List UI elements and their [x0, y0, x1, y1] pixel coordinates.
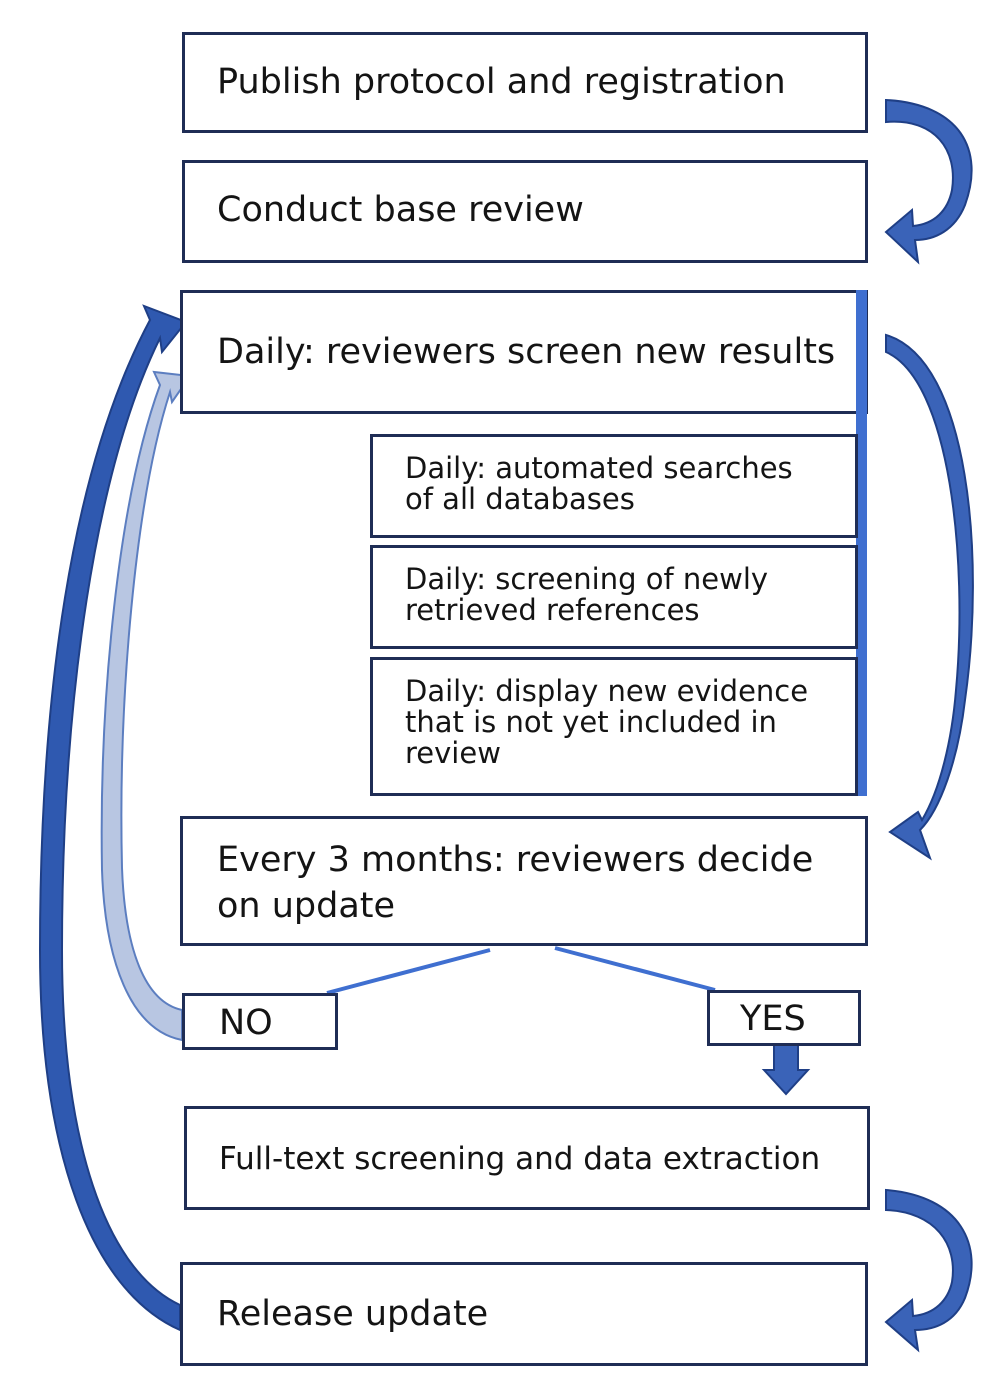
arrow-release-loop [38, 304, 188, 1332]
step-fulltext-label: Full-text screening and data extraction [219, 1141, 821, 1177]
arrow-yes-down [761, 1044, 811, 1096]
substep-automated-searches: Daily: automated searches of all databas… [370, 434, 858, 538]
step-release-label: Release update [217, 1294, 489, 1334]
arrow-daily-to-decide [885, 333, 974, 861]
step-publish-label: Publish protocol and registration [217, 62, 786, 102]
substep-display-evidence: Daily: display new evidence that is not … [370, 657, 858, 796]
decision-yes-label: YES [740, 999, 806, 1039]
decision-yes: YES [707, 990, 861, 1046]
step-publish-protocol: Publish protocol and registration [182, 32, 868, 133]
arrow-fulltext-to-release [884, 1188, 973, 1353]
decision-no: NO [182, 993, 338, 1050]
step-daily-screen: Daily: reviewers screen new results [180, 290, 868, 414]
substep-screening-references-label: Daily: screening of newly retrieved refe… [405, 562, 769, 627]
branch-line-no [326, 948, 491, 995]
step-decide-update: Every 3 months: reviewers decide on upda… [180, 816, 868, 946]
substep-screening-references: Daily: screening of newly retrieved refe… [370, 545, 858, 649]
arrow-publish-to-conduct [884, 98, 973, 265]
step-decide-label: Every 3 months: reviewers decide on upda… [217, 840, 814, 926]
step-fulltext-screening: Full-text screening and data extraction [184, 1106, 870, 1210]
step-conduct-label: Conduct base review [217, 190, 584, 230]
daily-group-accent-bar [856, 290, 867, 796]
decision-no-label: NO [219, 1003, 273, 1043]
substep-automated-searches-label: Daily: automated searches of all databas… [405, 451, 793, 516]
step-release-update: Release update [180, 1262, 868, 1366]
arrow-no-loop [100, 370, 192, 1042]
branch-line-yes [554, 946, 716, 992]
step-daily-screen-label: Daily: reviewers screen new results [217, 332, 836, 372]
step-conduct-base-review: Conduct base review [182, 160, 868, 263]
substep-display-evidence-label: Daily: display new evidence that is not … [405, 674, 809, 770]
